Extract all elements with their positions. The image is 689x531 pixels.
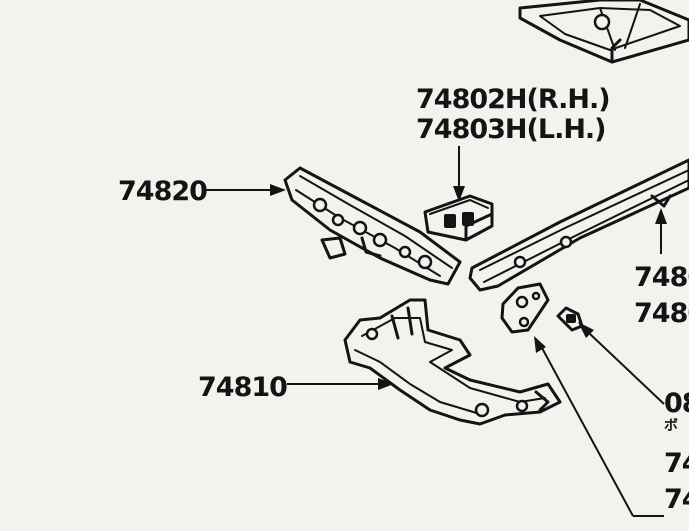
label-bracket-lh: 74803H(L.H.) [416,114,606,145]
frame-part [343,298,562,426]
label-frame: 74810 [198,372,287,403]
label-right-upper: 7480 [634,262,689,293]
side-rail-part [468,158,689,292]
label-bolt-code: 08 [664,388,689,419]
crossmember-part [283,166,462,286]
upper-assembly-part [518,0,689,64]
bolt-part [556,306,584,332]
label-bolt-note: ボ [664,418,678,434]
bracket-part [423,194,494,242]
label-bottom-1: 74 [664,448,689,479]
gusset-plate-part [500,282,550,334]
label-right-lower: 7480 [634,298,689,329]
label-crossmember: 74820 [118,176,207,207]
label-bracket-rh: 74802H(R.H.) [416,84,610,115]
label-bottom-2: 74 [664,484,689,515]
leader-lines [203,146,667,517]
